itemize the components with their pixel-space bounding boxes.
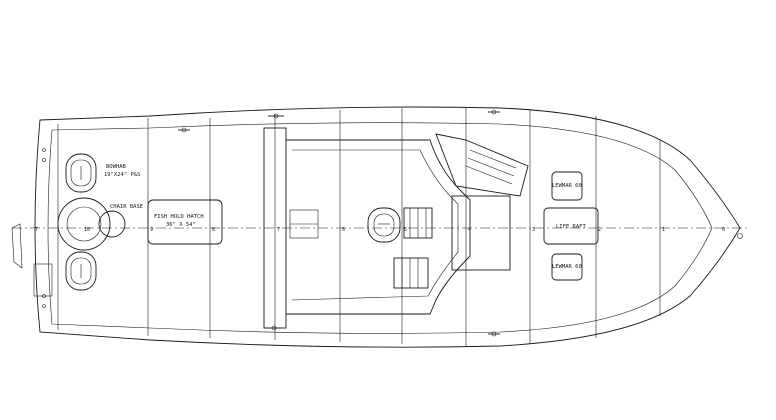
gunwale-inner [47,122,713,334]
cleat-starboard-fwd [488,331,500,337]
fish-hold-label: FISH HOLD HATCH [154,214,204,220]
helm-seat-upper [403,207,433,239]
station-lines [57,108,661,346]
station-label: T [35,227,38,233]
bow-hatch-starboard [65,251,97,291]
transom-platform [11,223,23,269]
station-label: 2 [598,227,601,233]
cleat-port-aft [178,127,190,133]
life-raft-label: LIFE RAFT [556,224,586,230]
console-hatch [367,207,401,243]
helm-seat-lower [393,257,429,289]
cleat-port-mid [268,113,284,119]
station-label: 4 [468,227,471,233]
chair-base-label: CHAIR BASE [110,204,143,210]
chair-base [98,210,126,238]
station-label: 5 [404,227,407,233]
transom-step [33,263,53,297]
bow-hatch-port [65,153,97,193]
cockpit-outline [286,139,471,315]
cleat-starboard-mid [266,325,282,331]
bow-hatch-label: BOWHAB [106,164,127,170]
bow-hatch-size-label: 19"X24" P&S [104,172,140,178]
station-label: 6 [342,227,345,233]
dash-panel [465,149,517,185]
station-label: 3 [532,227,535,233]
station-label: 8 [212,227,215,233]
scuppers [42,148,46,308]
cleat-port-fwd [488,109,500,115]
station-label: 0 [722,227,725,233]
station-label: 10 [84,227,90,233]
station-label: 9 [150,227,153,233]
station-label: 1 [662,227,665,233]
lewmar-hatch-lower [551,253,583,281]
lewmar-hatch-lower-label: LEWMAR 60 [552,264,582,270]
lewmar-hatch-upper [551,171,583,201]
fish-hold-hatch [147,199,223,245]
life-raft [543,207,599,245]
station-label: 7 [277,227,280,233]
windshield [435,133,529,197]
seat-ring-inner [66,206,102,242]
hull-outline [34,106,741,348]
seat-ring-outer [57,197,111,251]
fish-hold-size-label: 36" X 54" [166,222,196,228]
lewmar-hatch-upper-label: LEWMAR 60 [552,183,582,189]
cockpit-inner [291,149,459,301]
console-box [451,195,511,271]
bow-fitting [737,233,743,239]
